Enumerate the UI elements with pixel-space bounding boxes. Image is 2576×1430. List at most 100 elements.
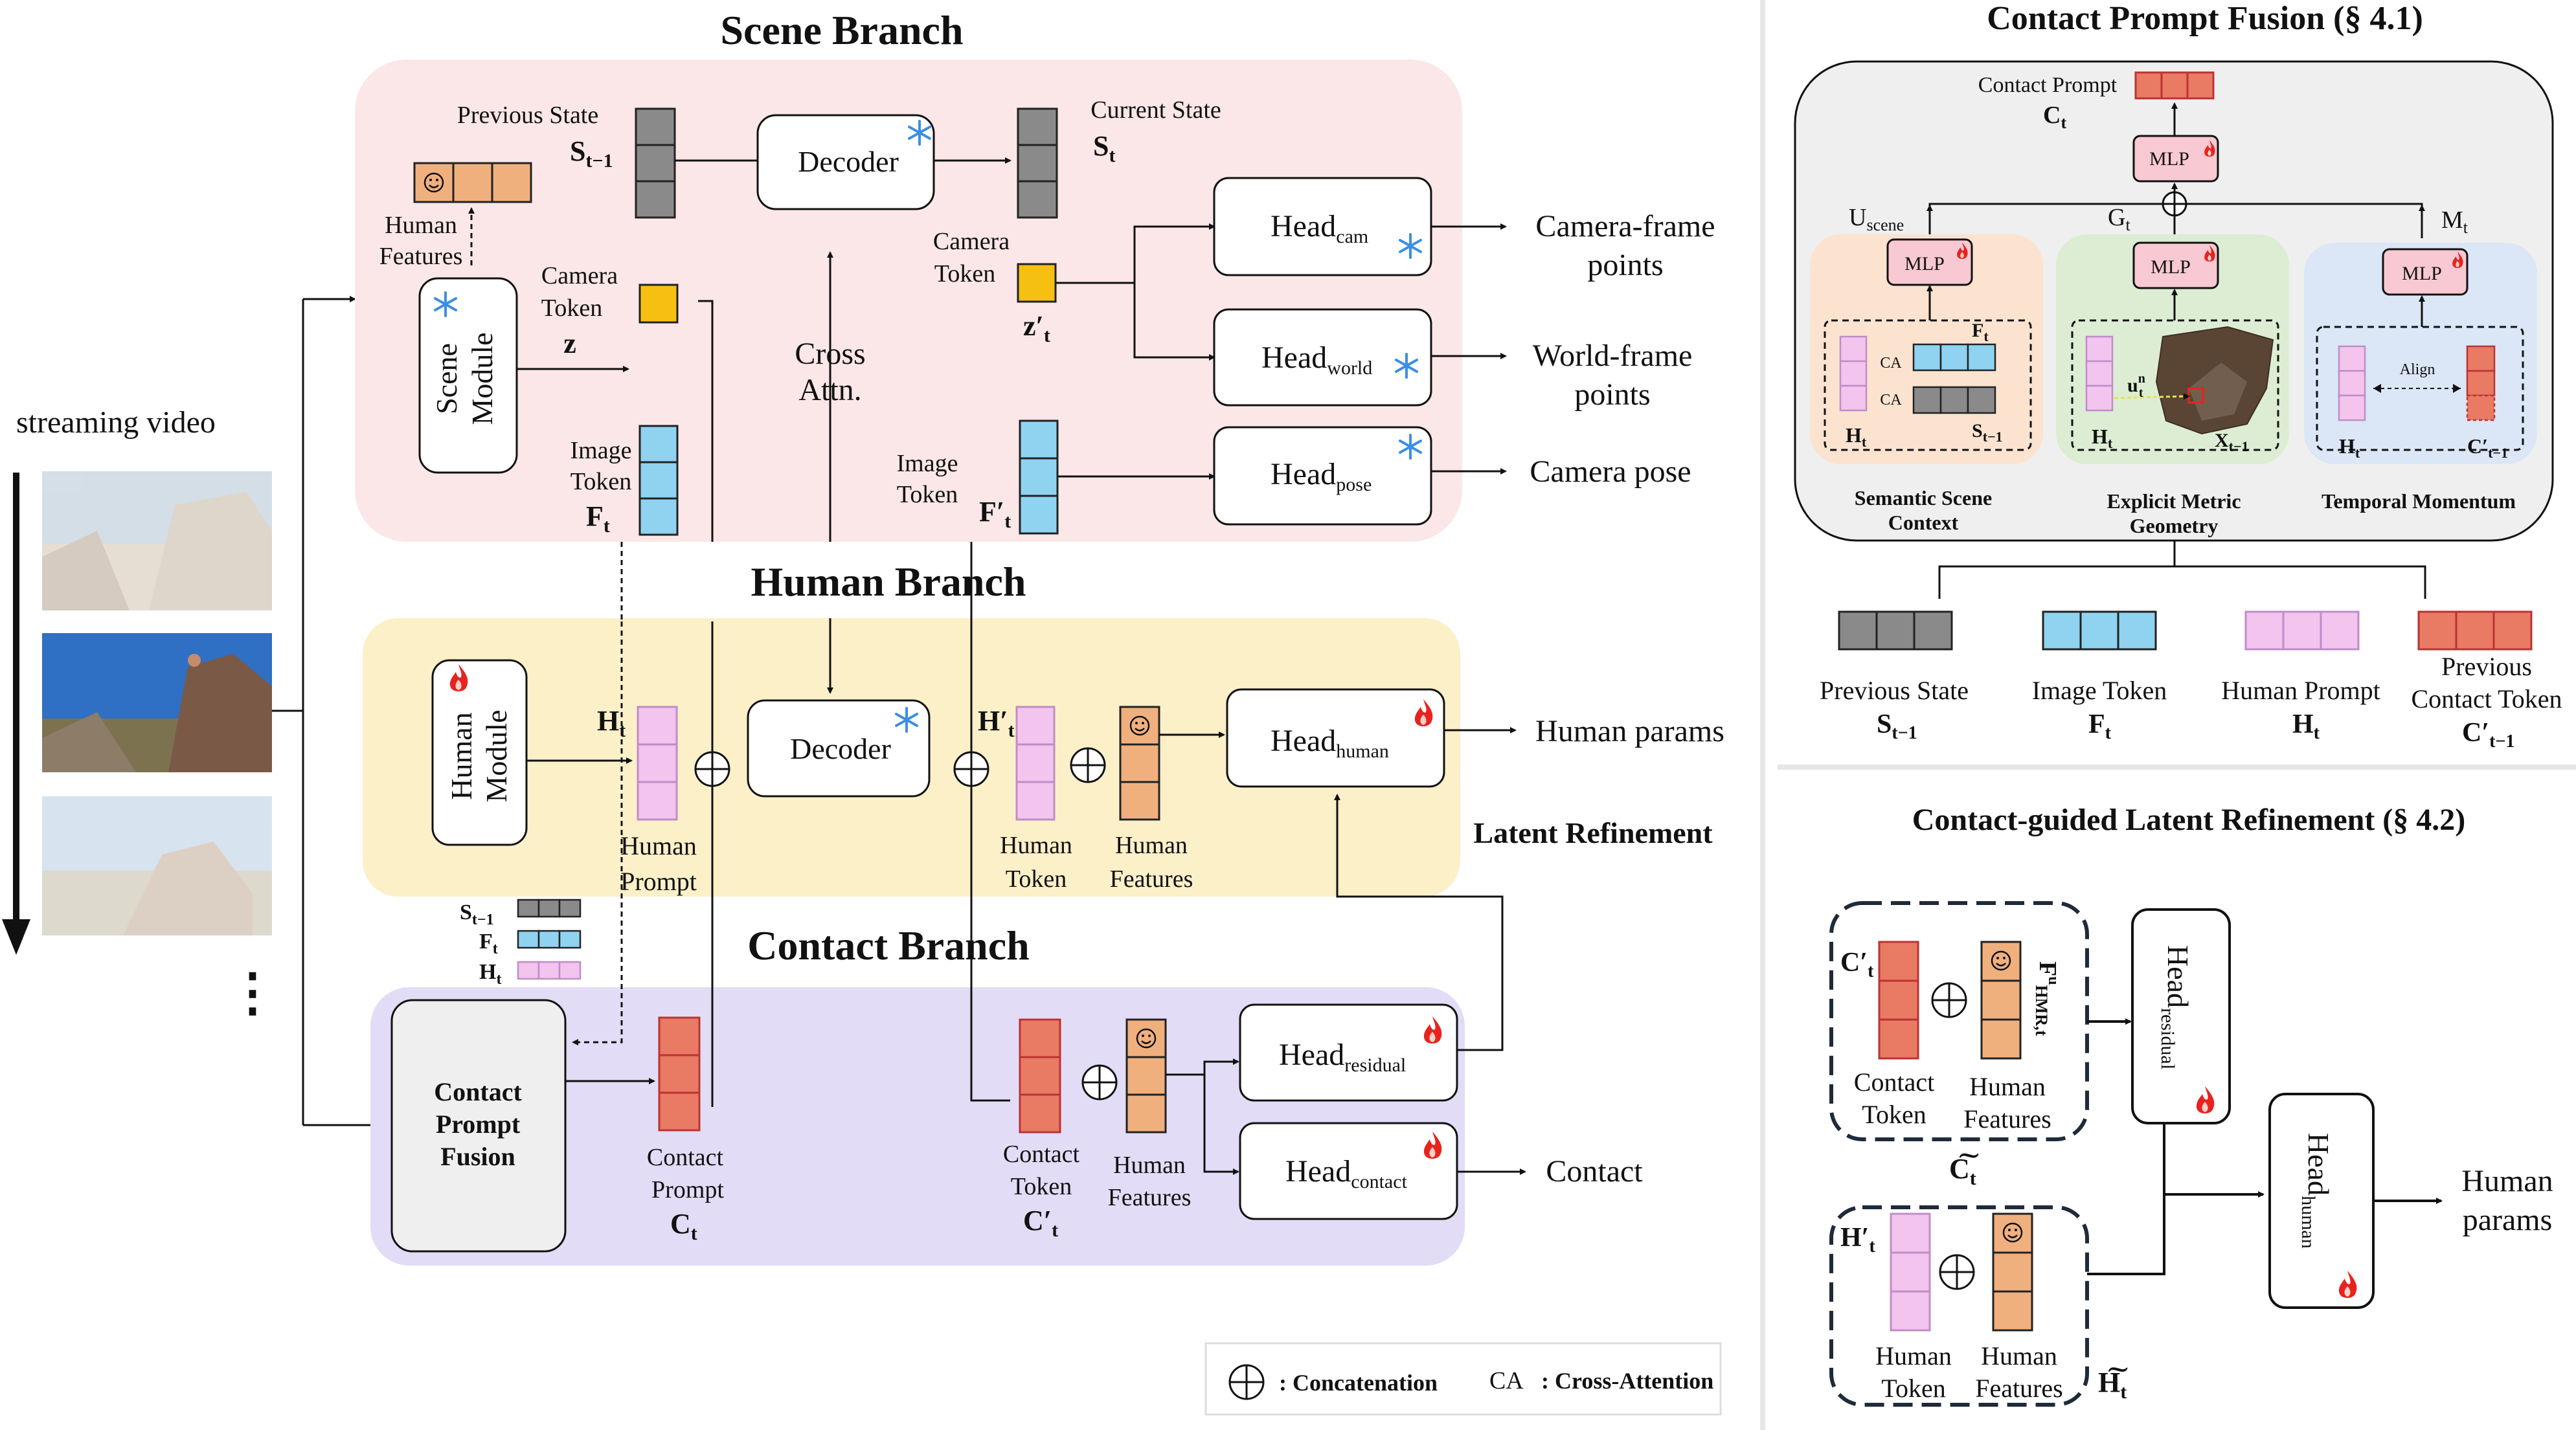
rt-legend-s-symbol: St−1 [1877,709,1917,743]
rb-human-token [1890,1212,1931,1332]
cam-token-to-head-world [1133,283,1215,361]
image-token-2-label-2: Token [897,481,958,508]
projection-arrow [2114,393,2190,400]
semantic-s-symbol: St−1 [1972,420,2003,445]
human-features-label-1: Human [1115,832,1188,859]
human-prompt-label-1: Human [620,831,697,860]
rb-human-features-label-2: Features [1963,1104,2051,1134]
contact-prompt-label-1: Contact [647,1144,724,1171]
semantic-label-2: Context [1888,511,1959,534]
operator-legend [1204,1342,1722,1416]
temporal-label: Temporal Momentum [2322,489,2516,513]
image-token-to-fusion [572,621,623,1045]
concatenation-circle-plus-icon [1931,982,1967,1018]
hprime-symbol: H′t [978,705,1015,741]
video-frame-2 [42,633,272,772]
rb-fhmr-symbol: FuHMR,t [2032,961,2062,1036]
semantic-f-symbol: Ft [1972,320,1989,344]
contact-token-label-1: Contact [1003,1141,1080,1168]
features-to-head-residual [1166,1058,1239,1076]
human-branch-title: Human Branch [751,559,1026,605]
zprime-symbol: z′t [1023,310,1050,346]
head-pose-box [1213,426,1432,526]
scene-decoder-label: Decoder [798,145,899,178]
previous-state-token [635,107,676,219]
contact-human-features-1: Human [1113,1152,1186,1179]
rt-legend-image-token-label: Image Token [2032,676,2167,705]
z-symbol: z [563,328,576,359]
camera-token-label-2: Token [541,295,602,322]
rt-legend-f-symbol: Ft [2088,709,2112,743]
semantic-state-token [1912,386,1996,414]
streaming-video-section: streaming video ⋮ [2,405,278,1022]
head-residual-label: Headresidual [1279,1038,1406,1076]
camera-token-2-label-1: Camera [933,228,1010,255]
legend-h-symbol: Ht [479,960,501,988]
metric-human-token [2085,335,2114,412]
out-camera-pose: Camera pose [1530,454,1691,489]
out-human-params: Human params [1535,714,1724,748]
legend-ca-label: : Cross-Attention [1541,1368,1713,1394]
human-prompt-label-2: Prompt [620,867,697,896]
scene-human-features-token [413,162,532,203]
cam-token-to-head-cam [1056,223,1215,284]
concatenation-circle-plus-icon [1939,1254,1975,1290]
cprime-symbol: C′t [1023,1205,1058,1241]
video-frame-1 [42,471,272,610]
out-camera-frame-2: points [1587,248,1663,282]
semantic-mlp-label: MLP [1904,253,1945,274]
head-human-box [1226,688,1445,788]
contact-prompt-fusion-box [390,999,567,1253]
human-decoder-label: Decoder [790,732,891,765]
human-module-box [431,659,528,846]
legend-concat-label: : Concatenation [1279,1370,1438,1396]
contact-human-features-token [1125,1018,1167,1134]
human-token-label-2: Token [1006,866,1067,893]
head-residual-box [1239,1003,1458,1102]
head-pose-label: Headpose [1271,457,1372,495]
concatenation-circle-plus-icon [1228,1364,1265,1400]
human-prompt-token [637,706,678,821]
out-camera-frame-1: Camera-frame [1535,209,1715,243]
out-world-frame-1: World-frame [1533,339,1693,373]
cross-attn-label-2: Attn. [798,373,861,407]
contact-legend-tokens: St−1 Ft Ht [460,899,582,988]
out-world-frame-2: points [1574,377,1650,412]
rb-head-human-label: Headhuman [2298,1133,2335,1249]
rb-contact-token-label-2: Token [1862,1100,1926,1129]
human-features-token [1119,706,1160,821]
camera-token-label-1: Camera [541,262,618,289]
camera-token [638,284,679,324]
rt-legend-prev-state: Previous State St−1 [1820,610,1969,743]
out-contact: Contact [1546,1154,1643,1189]
ca-label-1: CA [1880,355,1902,372]
contact-prompt-label-2: Prompt [651,1176,724,1203]
concatenation-circle-plus-icon [1081,1064,1118,1100]
u-scene-symbol: Uscene [1849,204,1904,234]
image-token-label-2: Token [571,468,631,495]
semantic-image-token [1912,343,1996,372]
image-token-to-contact-token [970,803,1010,1102]
scene-human-label-1: Human [385,212,457,239]
temporal-dashed-region [2316,326,2524,451]
g-symbol: Gt [2108,204,2130,234]
rb-contact-token-label-1: Contact [1854,1067,1934,1097]
metric-mlp [2132,241,2219,289]
human-token-updated [1015,706,1056,821]
previous-state-label: Previous State [457,102,598,129]
contact-prompt-fusion-title: Contact Prompt Fusion (§ 4.1) [1987,0,2423,37]
to-head-human-arrow [2087,1191,2265,1275]
concatenation-circle-plus-icon [694,751,730,787]
head-contact-label: Headcontact [1285,1154,1408,1192]
x-symbol: Xt−1 [2215,430,2249,454]
metric-label-1: Explicit Metric [2107,489,2241,513]
rb-human-token-label-2: Token [1881,1374,1945,1403]
legend-ca-symbol: CA [1489,1367,1524,1394]
rt-top-mlp-label: MLP [2149,148,2189,170]
scene-module-label-1: Scene [430,343,463,414]
head-human-label: Headhuman [1271,724,1389,762]
rt-legend-h-symbol: Ht [2292,709,2320,743]
rb-human-features-token-2 [1992,1212,2033,1332]
rb-head-residual-label: Headresidual [2157,945,2195,1069]
rb-contact-token [1878,941,1919,1060]
